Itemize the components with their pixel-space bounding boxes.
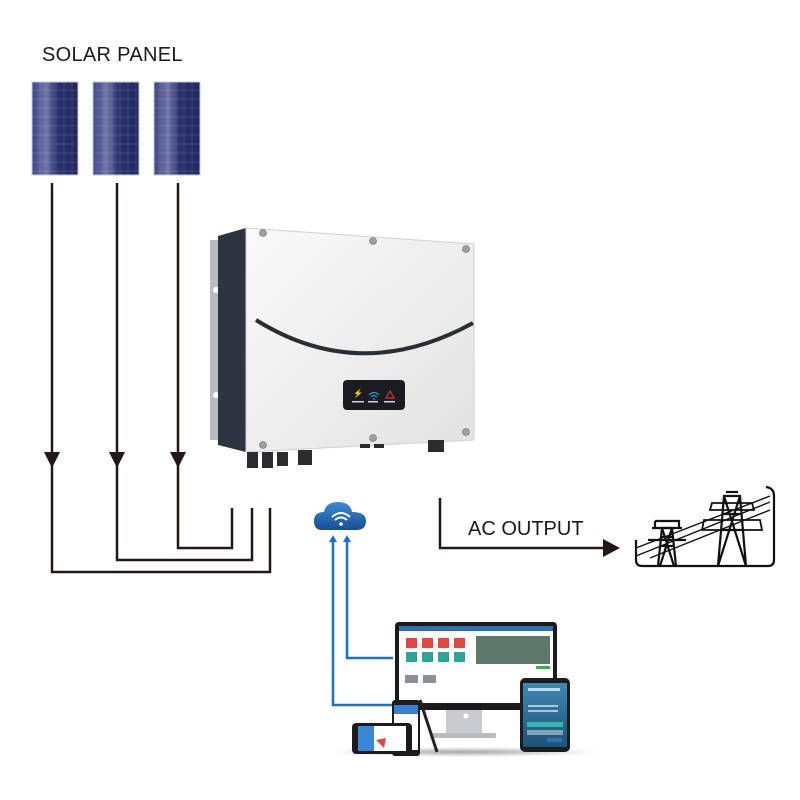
- dc-wire-2: [115, 183, 254, 562]
- data-wiring: [331, 540, 393, 707]
- ac-output-wire: [438, 498, 620, 557]
- data-arrows: [329, 535, 351, 542]
- dc-wiring: [50, 183, 272, 574]
- dc-connectors: [247, 440, 444, 468]
- solar-panel-1: [31, 81, 79, 176]
- arrow-up-icon: [329, 535, 337, 542]
- data-line-phone: [331, 540, 392, 707]
- dc-wire-1: [50, 183, 272, 574]
- tablet: [520, 678, 570, 752]
- power-transmission-tower-icon: [634, 485, 776, 568]
- arrow-down-icon: [170, 452, 186, 468]
- arrow-right-icon: [603, 539, 620, 557]
- arrow-down-icon: [109, 452, 125, 468]
- ac-output-label: AC OUTPUT: [468, 518, 584, 540]
- dc-arrows: [44, 452, 186, 468]
- dc-wire-3: [176, 183, 234, 550]
- solar-panel-2: [92, 81, 140, 176]
- solar-panel-title: SOLAR PANEL: [42, 44, 183, 66]
- solar-panel-3: [153, 81, 201, 176]
- data-line-monitor: [345, 540, 393, 660]
- arrow-down-icon: [44, 452, 60, 468]
- cloud-wifi-icon: [314, 502, 366, 530]
- arrow-up-icon: [343, 535, 351, 542]
- inverter-icon: ⚡: [210, 227, 475, 468]
- devices-group: [330, 622, 600, 757]
- lightning-icon: ⚡: [353, 388, 363, 398]
- warning-triangle-icon: [384, 389, 396, 399]
- wifi-icon: [368, 391, 380, 398]
- smartphone-landscape: [352, 723, 412, 754]
